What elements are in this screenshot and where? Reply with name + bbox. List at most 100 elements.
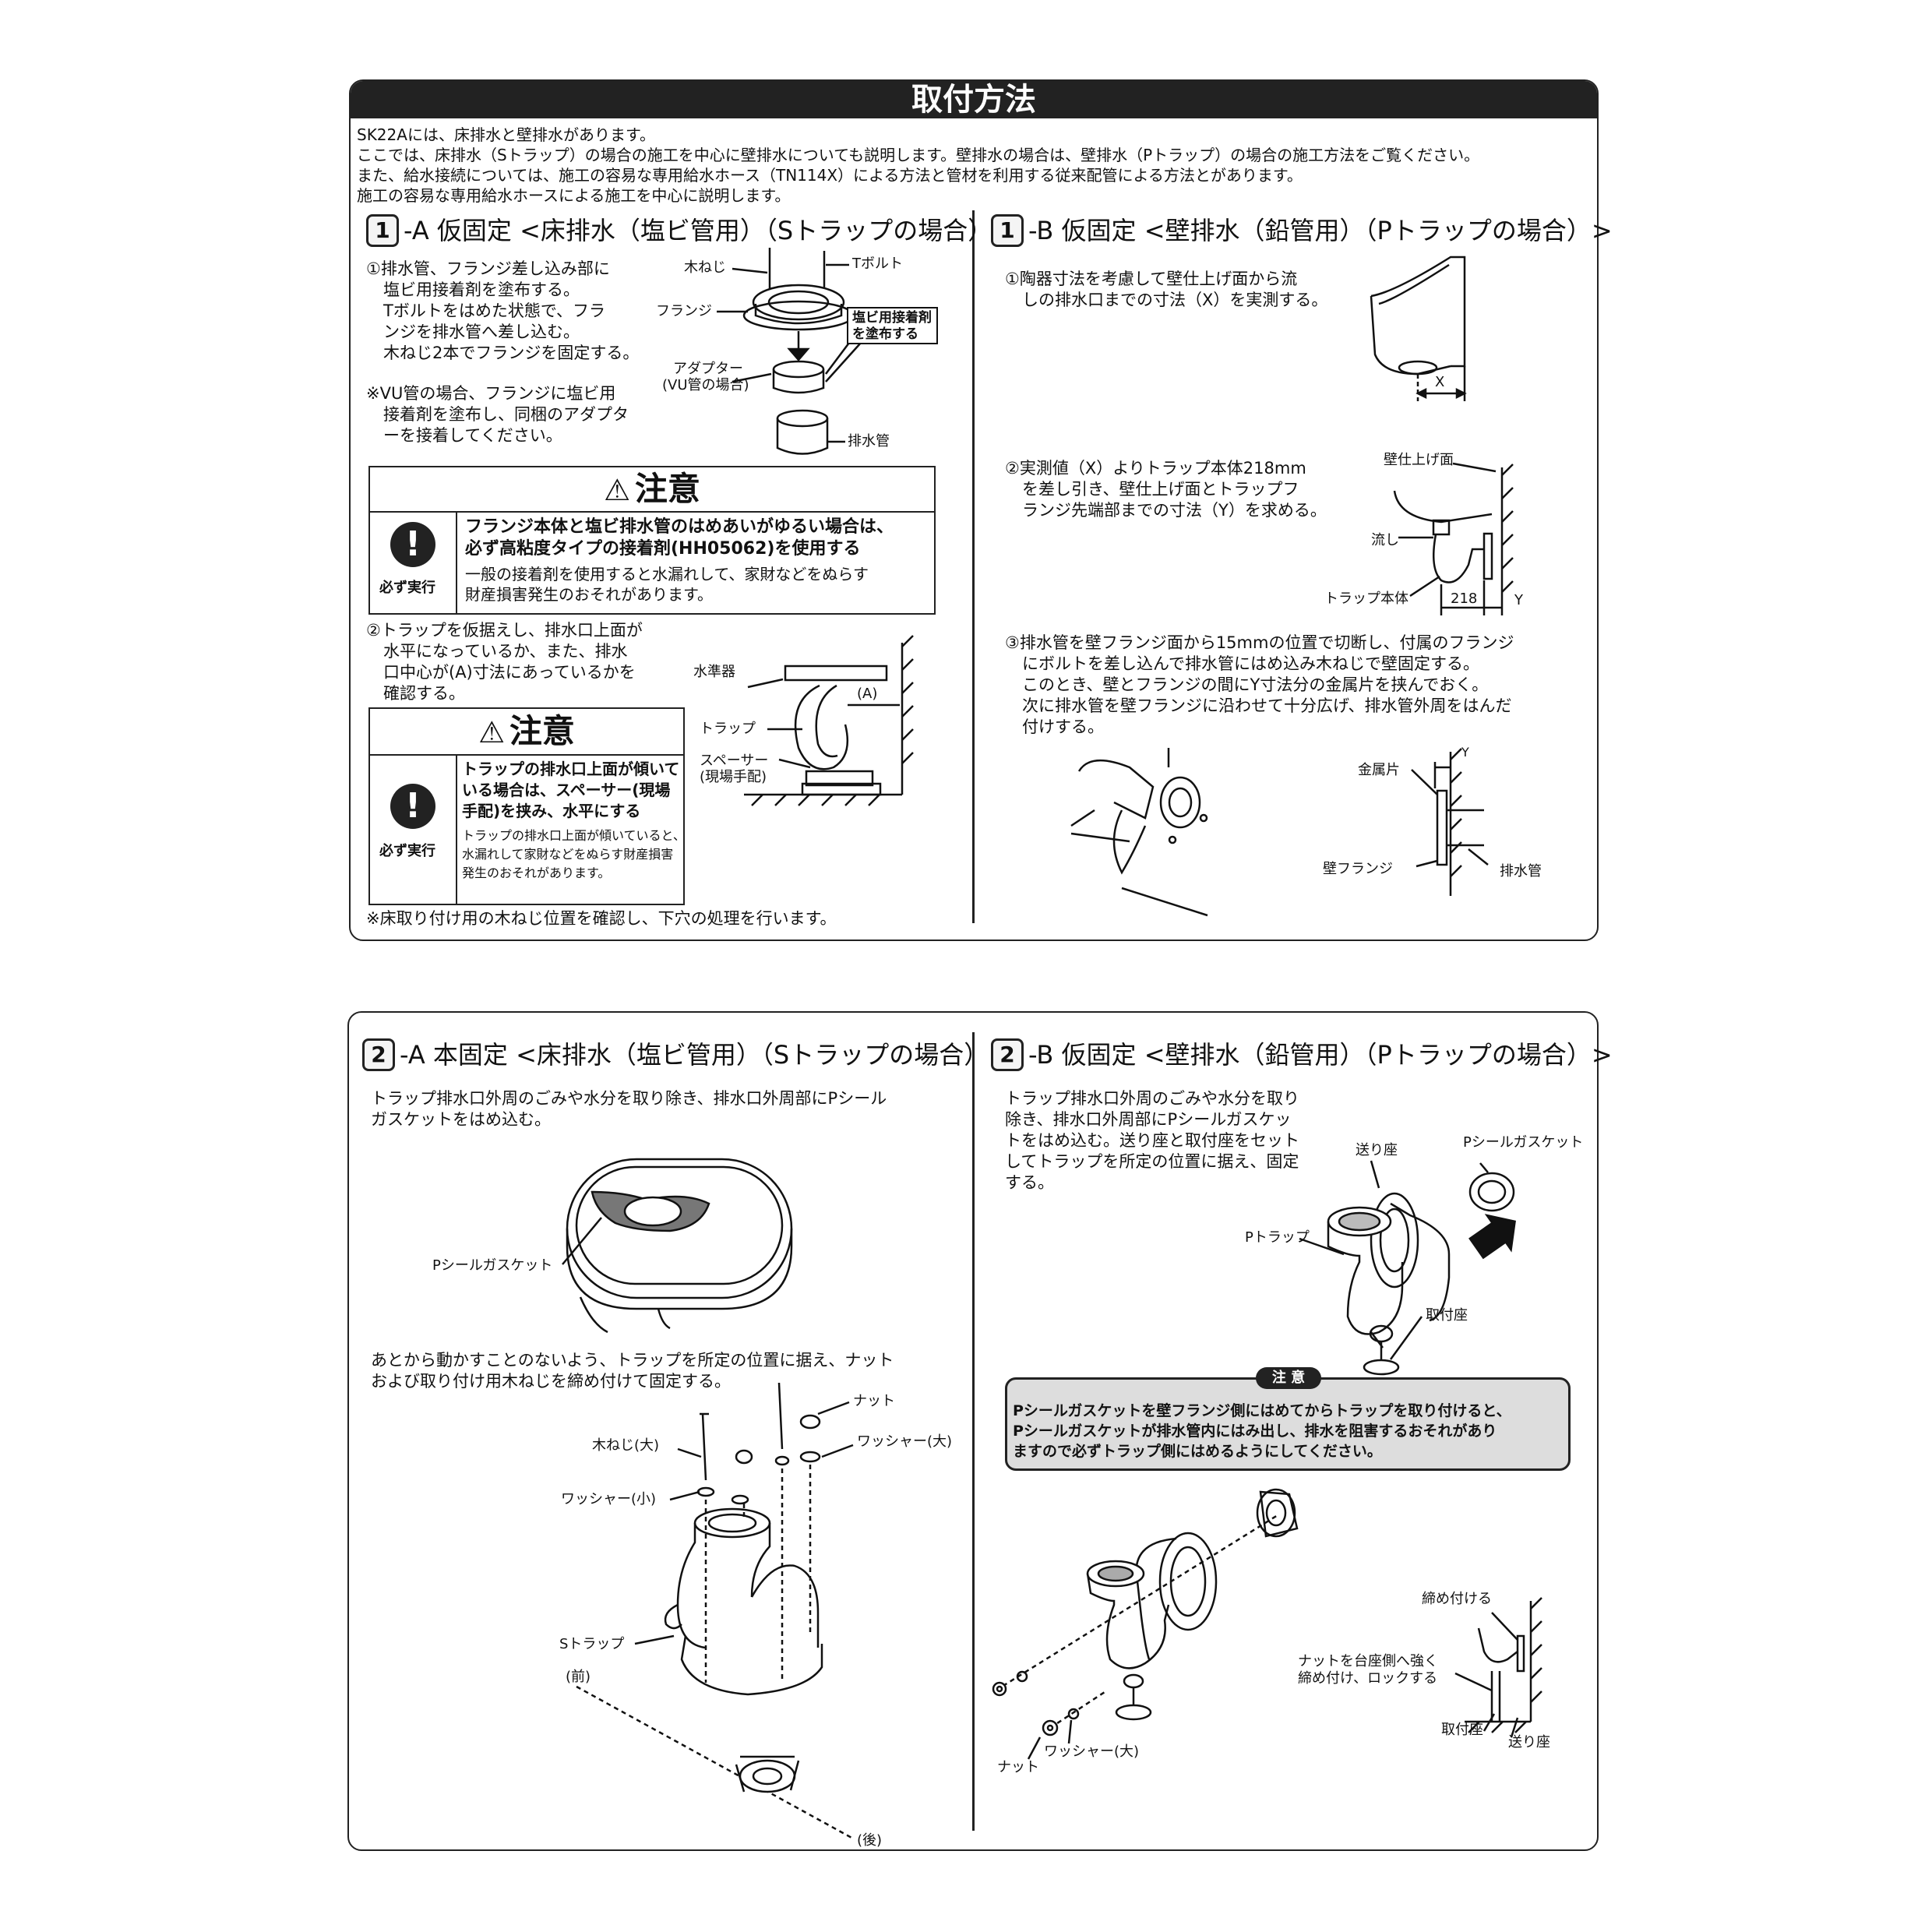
s1a-vu-note-line-3: ーを接着してください。 [383, 426, 562, 445]
section-2b-heading: 2 -B 仮固定 <壁排水（鉛管用）（Pトラップの場合）> [991, 1038, 1613, 1071]
label-drain-pipe-2: 排水管 [1500, 863, 1542, 880]
s2b-step1-line-3: トをはめ込む。送り座と取付座をセット [1005, 1131, 1299, 1150]
label-mount-seat-2: 取付座 [1441, 1722, 1483, 1738]
label-spacer-1: スペーサー [700, 753, 769, 769]
label-trap-body: トラップ本体 [1324, 591, 1408, 607]
label-washer-small: ワッシャー(小) [561, 1491, 657, 1507]
caution-2-bold-1: トラップの排水口上面が傾いて [462, 760, 680, 778]
caution-1-header: ⚠ 注意 [370, 467, 934, 513]
s1b-step2-line-3: ランジ先端部までの寸法（Y）を求める。 [1022, 501, 1327, 520]
label-washer-large: ワッシャー(大) [857, 1433, 953, 1450]
notice-line-2: Pシールガスケットが排水管内にはみ出し、排水を阻害するおそれがあり [1013, 1423, 1497, 1440]
label-washer-large-2: ワッシャー(大) [1044, 1743, 1140, 1760]
label-nut-2: ナット [997, 1759, 1039, 1775]
s1a-footnote: ※床取り付け用の木ねじ位置を確認し、下穴の処理を行います。 [366, 909, 837, 928]
notice-box [1005, 1377, 1571, 1471]
s1b-step3-line-3: このとき、壁とフランジの間にY寸法分の金属片を挟んでおく。 [1022, 675, 1489, 694]
label-t-bolt: Tボルト [852, 256, 903, 272]
caution-1-icon-cell: ! 必ず実行 [370, 513, 457, 613]
s1a-step1-line-2: 塩ビ用接着剤を塗布する。 [383, 280, 580, 299]
label-gasket: Pシールガスケット [432, 1257, 553, 1274]
section-2a-number: 2 [362, 1038, 395, 1071]
s1b-step3-line-1: ③排水管を壁フランジ面から15mmの位置で切断し、付属のフランジ [1005, 633, 1514, 652]
label-front: (前) [566, 1669, 591, 1685]
s1a-step1-line-4: ンジを排水管へ差し込む。 [383, 323, 580, 341]
s1a-vu-note-line-2: 接着剤を塗布し、同梱のアダプタ [383, 405, 629, 424]
s1a-step1-line-5: 木ねじ2本でフランジを固定する。 [383, 344, 640, 362]
label-spacer-2: (現場手配) [700, 769, 767, 785]
label-mount-seat: 取付座 [1426, 1307, 1468, 1324]
notice-line-1: Pシールガスケットを壁フランジ側にはめてからトラップを取り付けると、 [1013, 1402, 1511, 1419]
s2b-step1-line-4: してトラップを所定の位置に据え、固定 [1005, 1152, 1299, 1171]
caution-1-bold-2: 必ず高粘度タイプの接着剤(HH05062)を使用する [465, 539, 861, 559]
label-back: (後) [857, 1832, 883, 1849]
label-send-seat: 送り座 [1356, 1142, 1398, 1158]
s1b-step1-line-2: しの排水口までの寸法（X）を実測する。 [1022, 291, 1328, 309]
caution-1-title: 注意 [634, 470, 700, 508]
label-218: 218 [1451, 591, 1478, 607]
caution-2-icon-cell: ! 必ず実行 [370, 756, 457, 904]
label-sink: 流し [1371, 532, 1399, 548]
section-2b-number: 2 [991, 1038, 1024, 1071]
label-adapter-2: (VU管の場合) [662, 377, 749, 393]
label-y-dim: Y [1514, 592, 1523, 608]
s1a-step2-line-1: ②トラップを仮据えし、排水口上面が [366, 621, 643, 640]
label-adapter-1: アダプター [673, 361, 743, 377]
intro-line-2: ここでは、床排水（Sトラップ）の場合の施工を中心に壁排水についても説明します。壁… [357, 146, 1480, 164]
s1b-step2-line-2: を差し引き、壁仕上げ面とトラップフ [1022, 480, 1299, 499]
section-1a-title: -A 仮固定 <床排水（塩ビ管用）（Sトラップの場合）> [404, 216, 1014, 245]
section-1b-title: -B 仮固定 <壁排水（鉛管用）（Pトラップの場合）> [1028, 216, 1613, 245]
s2a-step2-line-2: および取り付け用木ねじを締め付けて固定する。 [371, 1372, 731, 1391]
label-adhesive-1: 塩ビ用接着剤 [852, 310, 932, 326]
section-1a-number: 1 [366, 214, 399, 247]
warning-triangle-icon: ⚠ [604, 473, 631, 507]
label-y-small: Y [1461, 745, 1469, 760]
label-p-trap: Pトラップ [1245, 1229, 1310, 1246]
caution-2-icon-label: 必ず実行 [379, 843, 435, 859]
caution-box-1: ⚠ 注意 ! 必ず実行 フランジ本体と塩ビ排水管のはめあいがゆるい場合は、 必ず… [368, 466, 936, 615]
caution-box-2: ⚠ 注意 ! 必ず実行 トラップの排水口上面が傾いて いる場合は、スペーサー(現… [368, 707, 686, 905]
label-metal-piece: 金属片 [1358, 762, 1400, 778]
s1b-step3-line-5: 付けする。 [1022, 717, 1104, 736]
section-2a-heading: 2 -A 本固定 <床排水（塩ビ管用）（Sトラップの場合）> [362, 1038, 1010, 1071]
section-1a-heading: 1 -A 仮固定 <床排水（塩ビ管用）（Sトラップの場合）> [366, 214, 1014, 247]
section-1b-number: 1 [991, 214, 1024, 247]
caution-2-normal-3: 発生のおそれがあります。 [462, 866, 611, 880]
label-p-gasket: Pシールガスケット [1463, 1134, 1584, 1151]
caution-2-header: ⚠ 注意 [370, 709, 683, 756]
s2a-step2-line-1: あとから動かすことのないよう、トラップを所定の位置に据え、ナット [371, 1351, 894, 1370]
label-wall-finish: 壁仕上げ面 [1384, 452, 1454, 468]
s1a-step2-line-2: 水平になっているか、また、排水 [383, 642, 628, 661]
label-trap: トラップ [700, 721, 756, 737]
s1b-step1-line-1: ①陶器寸法を考慮して壁仕上げ面から流 [1005, 270, 1298, 288]
exclamation-icon: ! [390, 522, 435, 567]
label-send-seat-2: 送り座 [1508, 1734, 1550, 1750]
s2b-step1-line-2: 除き、排水口外周部にPシールガスケッ [1005, 1110, 1292, 1129]
s2a-step1-line-2: ガスケットをはめ込む。 [371, 1110, 551, 1129]
caution-2-bold-3: 手配)を挟み、水平にする [462, 802, 641, 820]
intro-line-4: 施工の容易な専用給水ホースによる施工を中心に説明します。 [357, 186, 791, 205]
notice-line-3: ますので必ずトラップ側にはめるようにしてください。 [1013, 1443, 1382, 1460]
warning-triangle-icon: ⚠ [478, 715, 506, 749]
s1b-step3-line-4: 次に排水管を壁フランジに沿わせて十分広げ、排水管外周をはんだ [1022, 696, 1512, 715]
s1b-step2-line-1: ②実測値（X）よりトラップ本体218mm [1005, 459, 1306, 478]
caution-1-icon-label: 必ず実行 [379, 580, 435, 596]
label-flange: フランジ [656, 303, 712, 319]
label-adhesive-2: を塗布する [852, 326, 918, 342]
label-nut-lock-1: ナットを台座側へ強く [1298, 1653, 1438, 1669]
caution-1-bold-1: フランジ本体と塩ビ排水管のはめあいがゆるい場合は、 [465, 517, 894, 537]
label-x-dim: X [1435, 374, 1445, 390]
caution-2-bold-2: いる場合は、スペーサー(現場 [462, 781, 671, 799]
s1a-step1-line-1: ①排水管、フランジ差し込み部に [366, 259, 610, 278]
s2b-step1-line-5: する。 [1005, 1173, 1054, 1192]
label-tighten: 締め付ける [1422, 1591, 1492, 1607]
s1a-step2-line-4: 確認する。 [383, 684, 465, 703]
